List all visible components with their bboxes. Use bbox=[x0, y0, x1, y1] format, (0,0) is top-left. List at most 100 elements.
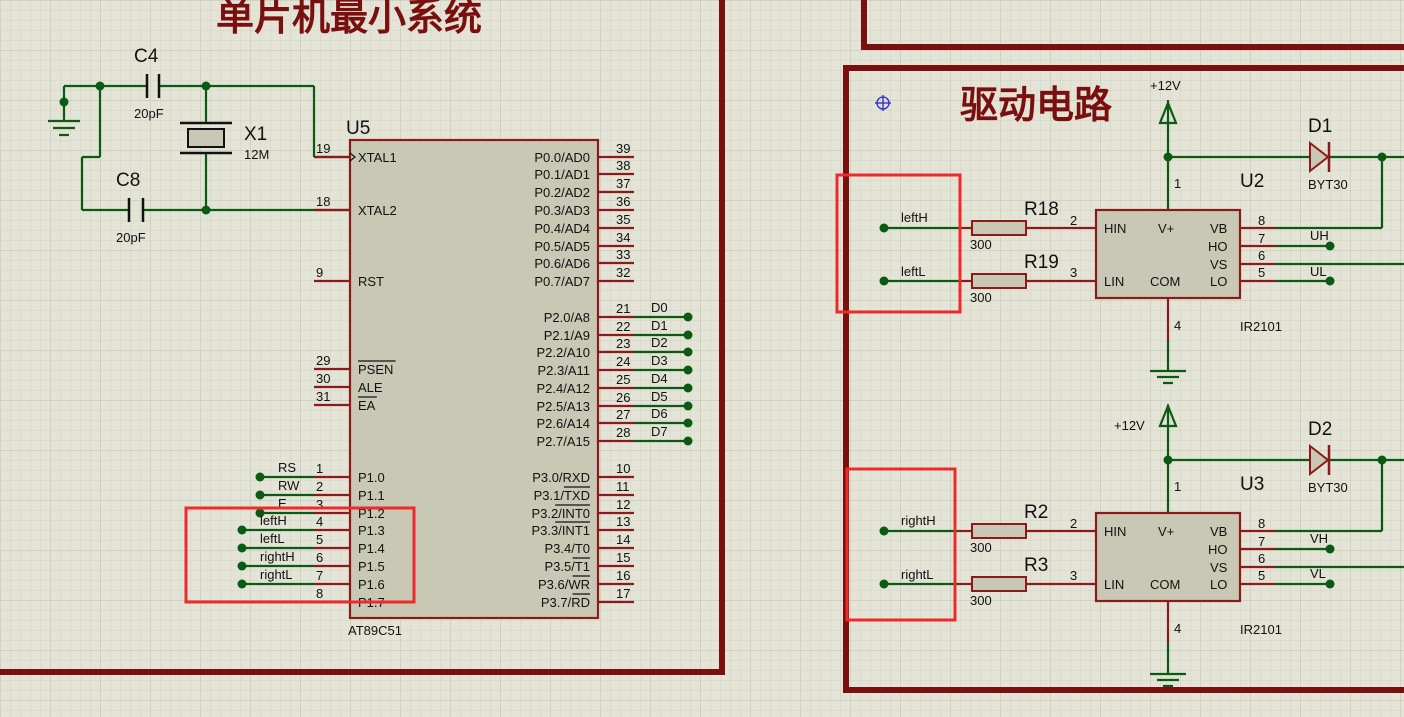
pin-name: P1.4 bbox=[358, 541, 385, 556]
mcu-pin-p1-4[interactable]: 5P1.4 bbox=[314, 532, 385, 556]
pin-name: P1.3 bbox=[358, 523, 385, 538]
pin-name: P3.2/INT0 bbox=[531, 506, 590, 521]
net-d0: D0 bbox=[634, 300, 693, 322]
mcu-pin-p1-5[interactable]: 6P1.5 bbox=[314, 550, 385, 574]
pin-name: P1.6 bbox=[358, 577, 385, 592]
righth-net-label: rightH bbox=[901, 513, 936, 528]
mcu-u5-body[interactable] bbox=[348, 138, 600, 620]
u2-ref: U2 bbox=[1240, 171, 1264, 192]
net-terminal bbox=[683, 401, 693, 411]
pin-number: 13 bbox=[616, 514, 630, 529]
u2-vb-label: VB bbox=[1210, 221, 1227, 236]
pin-name: P3.1/TXD bbox=[534, 488, 590, 503]
pin-number: 3 bbox=[316, 497, 323, 512]
net-label: D4 bbox=[651, 371, 668, 386]
pin-number: 17 bbox=[616, 586, 630, 601]
pin-number: 36 bbox=[616, 194, 630, 209]
net-terminal bbox=[237, 579, 247, 589]
pin-name: P2.6/A14 bbox=[537, 416, 591, 431]
u3-high-out-net: VH bbox=[1310, 531, 1328, 546]
pin-number: 26 bbox=[616, 390, 630, 405]
mcu-pin-p1-2[interactable]: 3P1.2 bbox=[314, 497, 385, 521]
u3-lo-label: LO bbox=[1210, 577, 1227, 592]
rightl-net-label: rightL bbox=[901, 567, 934, 582]
pin-name: P3.5/T1 bbox=[544, 559, 590, 574]
c8-ref: C8 bbox=[116, 170, 140, 191]
u2-com-label: COM bbox=[1150, 274, 1180, 289]
r3-value: 300 bbox=[970, 593, 992, 608]
net-label: D6 bbox=[651, 406, 668, 421]
pin-number: 35 bbox=[616, 212, 630, 227]
net-righth: rightH bbox=[237, 549, 314, 571]
u3-ref: U3 bbox=[1240, 474, 1264, 495]
net-label: D7 bbox=[651, 424, 668, 439]
capacitor-c4 bbox=[145, 74, 161, 98]
mcu-pin-p1-1[interactable]: 2P1.1 bbox=[314, 479, 385, 503]
pin-number: 16 bbox=[616, 568, 630, 583]
pin-name: P2.1/A9 bbox=[544, 328, 590, 343]
u2-low-out-net: UL bbox=[1310, 264, 1327, 279]
u2-pin3-num: 3 bbox=[1070, 265, 1077, 280]
pin-number: 1 bbox=[316, 461, 323, 476]
u2-pin8-num: 8 bbox=[1258, 213, 1265, 228]
d2-part: BYT30 bbox=[1308, 480, 1348, 495]
net-d6: D6 bbox=[634, 406, 693, 428]
mcu-pin-p1-0[interactable]: 1P1.0 bbox=[314, 461, 385, 485]
x1-value: 12M bbox=[244, 147, 269, 162]
u3-pin7-num: 7 bbox=[1258, 534, 1265, 549]
net-terminal bbox=[237, 543, 247, 553]
pin-name: XTAL2 bbox=[358, 203, 397, 218]
net-label: D3 bbox=[651, 353, 668, 368]
net-d1: D1 bbox=[634, 318, 693, 340]
net-label: rightH bbox=[260, 549, 295, 564]
net-label: D1 bbox=[651, 318, 668, 333]
c4-ref: C4 bbox=[134, 46, 159, 67]
net-label: leftL bbox=[260, 531, 285, 546]
x1-ref: X1 bbox=[244, 124, 267, 145]
net-terminal bbox=[237, 561, 247, 571]
mcu-pin-p1-3[interactable]: 4P1.3 bbox=[314, 514, 385, 538]
mcu-pin-p1-6[interactable]: 7P1.6 bbox=[314, 568, 385, 592]
pin-number: 10 bbox=[616, 461, 630, 476]
pin-number: 8 bbox=[316, 586, 323, 601]
net-terminal bbox=[255, 490, 265, 500]
u3-pin3-num: 3 bbox=[1070, 568, 1077, 583]
pin-number: 25 bbox=[616, 372, 630, 387]
u3-com-label: COM bbox=[1150, 577, 1180, 592]
net-e: E bbox=[255, 496, 314, 518]
net-terminal bbox=[683, 330, 693, 340]
mcu-section-title: 单片机最小系统 bbox=[216, 0, 482, 39]
